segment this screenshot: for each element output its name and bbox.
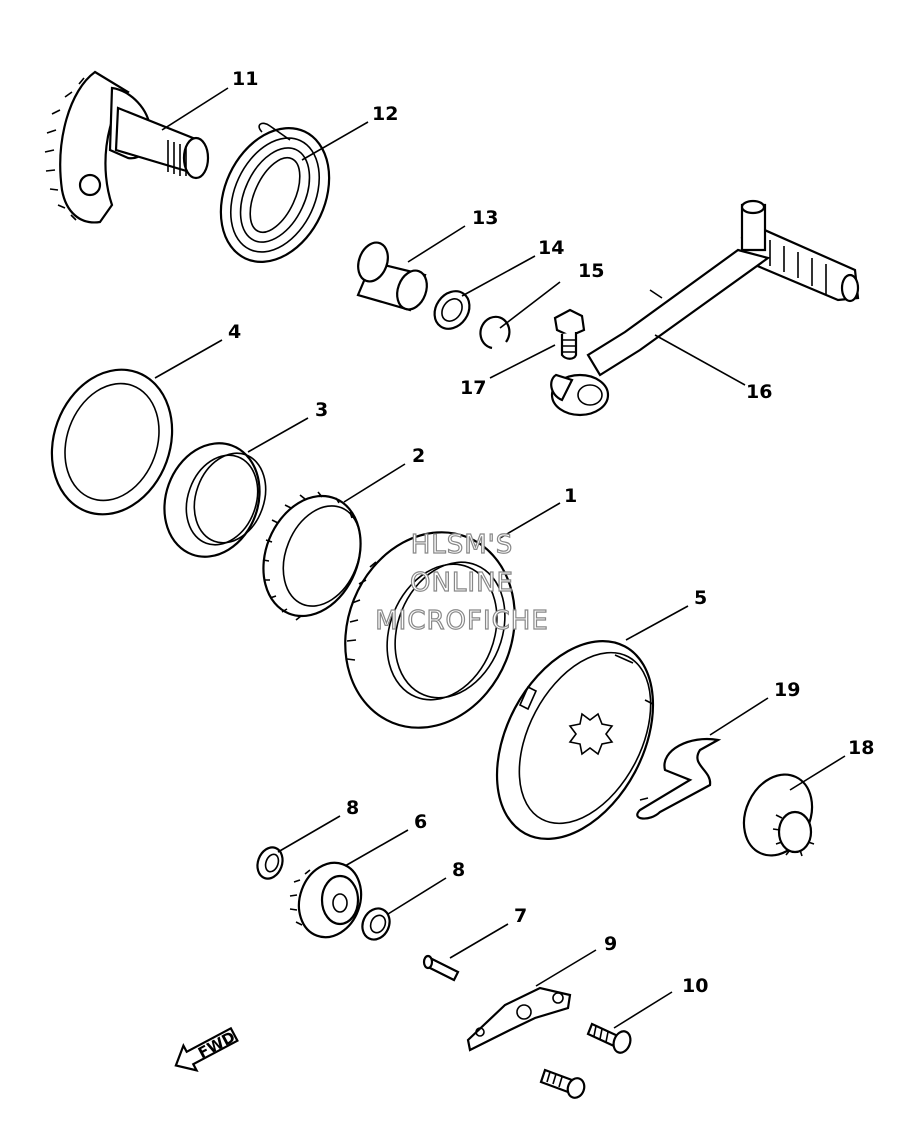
arrow-down-left-icon bbox=[174, 1026, 239, 1072]
callout-7: 7 bbox=[514, 905, 527, 927]
part-7-pin bbox=[422, 954, 460, 982]
part-2-needle-bearing bbox=[262, 491, 362, 621]
part-3-race bbox=[163, 442, 267, 558]
watermark-line-3: MICROFICHE bbox=[375, 606, 549, 636]
callout-17: 17 bbox=[460, 377, 486, 399]
part-8-washer-lower bbox=[361, 907, 391, 941]
callout-10: 10 bbox=[682, 975, 708, 997]
part-12-spring bbox=[219, 122, 331, 263]
part-4-seal bbox=[50, 368, 174, 516]
part-10-screw bbox=[586, 1022, 632, 1054]
callout-16: 16 bbox=[746, 381, 772, 403]
loose-screw bbox=[539, 1068, 586, 1099]
part-8-washer-upper bbox=[256, 846, 284, 880]
part-13-bush bbox=[356, 241, 428, 312]
callout-15: 15 bbox=[578, 260, 604, 282]
callout-12: 12 bbox=[372, 103, 398, 125]
part-5-cover bbox=[495, 640, 655, 840]
callout-19: 19 bbox=[774, 679, 800, 701]
callout-5: 5 bbox=[694, 587, 707, 609]
part-17-bolt bbox=[553, 308, 586, 360]
callout-14: 14 bbox=[538, 237, 564, 259]
part-16-kick-crank bbox=[550, 199, 860, 417]
watermark: HLSM'S ONLINE MICROFICHE bbox=[375, 529, 549, 636]
part-18-pinion bbox=[742, 773, 815, 857]
callout-4: 4 bbox=[228, 321, 241, 343]
part-15-circlip bbox=[479, 315, 511, 350]
part-6-idler-gear bbox=[289, 861, 363, 939]
callout-3: 3 bbox=[315, 399, 328, 421]
callout-13: 13 bbox=[472, 207, 498, 229]
callout-2: 2 bbox=[412, 445, 425, 467]
callout-11: 11 bbox=[232, 68, 258, 90]
callout-1: 1 bbox=[564, 485, 577, 507]
part-14-washer bbox=[433, 290, 471, 330]
part-1-gear-ring bbox=[344, 531, 516, 729]
fwd-label: FWD bbox=[195, 1028, 238, 1062]
callout-8-lower: 8 bbox=[452, 859, 465, 881]
callout-8-upper: 8 bbox=[346, 797, 359, 819]
fwd-marker: FWD bbox=[174, 1026, 239, 1072]
callout-labels: 11 12 13 14 15 17 16 4 3 2 1 5 19 18 8 6… bbox=[228, 68, 874, 997]
part-11-kick-axle bbox=[44, 70, 210, 224]
callout-6: 6 bbox=[414, 811, 427, 833]
watermark-line-2: ONLINE bbox=[410, 568, 514, 598]
watermark-line-1: HLSM'S bbox=[411, 530, 514, 560]
leader-lines bbox=[154, 87, 846, 1029]
part-9-lever-plate bbox=[466, 986, 572, 1052]
part-19-clip bbox=[636, 737, 722, 820]
callout-9: 9 bbox=[604, 933, 617, 955]
callout-18: 18 bbox=[848, 737, 874, 759]
